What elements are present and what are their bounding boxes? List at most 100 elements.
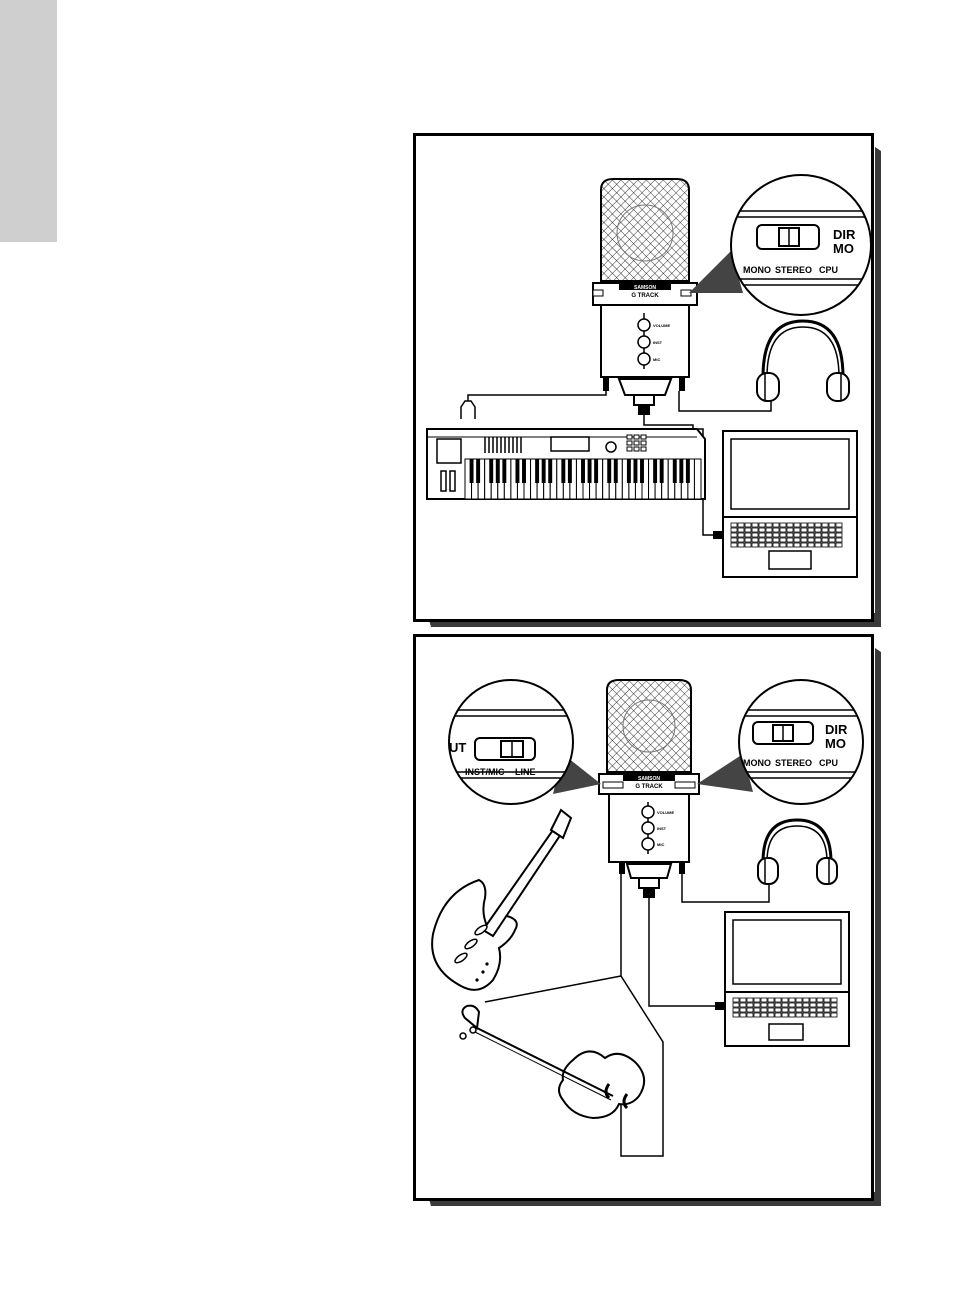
laptop-key <box>775 1013 781 1017</box>
laptop-key <box>808 523 814 527</box>
laptop-key <box>768 998 774 1002</box>
mic-model-label: G TRACK <box>635 784 663 790</box>
mic-knob <box>638 353 650 365</box>
laptop-key <box>822 543 828 547</box>
laptop-key <box>787 528 793 532</box>
mode-label-mono: MONO <box>743 265 771 275</box>
laptop-key <box>822 528 828 532</box>
black-key <box>548 459 552 483</box>
laptop-key <box>829 543 835 547</box>
laptop-key <box>808 538 814 542</box>
laptop-key <box>822 538 828 542</box>
laptop-key <box>752 528 758 532</box>
laptop-key <box>794 538 800 542</box>
laptop-key <box>759 543 765 547</box>
laptop-key <box>761 1003 767 1007</box>
laptop-key <box>766 543 772 547</box>
laptop-key <box>803 1013 809 1017</box>
black-key <box>686 459 690 483</box>
inst-knob <box>638 336 650 348</box>
usb-port <box>643 888 655 898</box>
laptop-key <box>754 1008 760 1012</box>
laptop-screen <box>733 920 841 984</box>
laptop-key <box>817 998 823 1002</box>
black-key <box>470 459 474 483</box>
laptop-key <box>738 523 744 527</box>
laptop-key <box>789 1008 795 1012</box>
mode-label-cpu: CPU <box>819 265 838 275</box>
laptop-key <box>754 998 760 1002</box>
laptop-key <box>773 528 779 532</box>
laptop-key <box>789 1003 795 1007</box>
mic-knob <box>642 838 654 850</box>
laptop-key <box>766 533 772 537</box>
black-key <box>614 459 618 483</box>
laptop-key <box>789 998 795 1002</box>
side-tab <box>0 0 57 242</box>
laptop-key <box>738 538 744 542</box>
laptop-key <box>787 533 793 537</box>
laptop-key <box>780 533 786 537</box>
laptop-key <box>747 998 753 1002</box>
laptop-key <box>803 1008 809 1012</box>
laptop-key <box>789 1013 795 1017</box>
black-key <box>660 459 664 483</box>
laptop-key <box>794 533 800 537</box>
laptop-key <box>745 533 751 537</box>
black-key <box>535 459 539 483</box>
laptop-key <box>808 528 814 532</box>
laptop-key <box>731 523 737 527</box>
black-key <box>673 459 677 483</box>
laptop-key <box>836 533 842 537</box>
laptop-key <box>794 523 800 527</box>
direct-monitor-label-1: DIR <box>825 722 848 737</box>
diagram-panel-instruments: SAMSON G TRACK VOLUME INST MIC DIR MO <box>413 634 881 1206</box>
black-key <box>594 459 598 483</box>
laptop-key <box>817 1013 823 1017</box>
laptop-key <box>775 1008 781 1012</box>
laptop-key <box>824 998 830 1002</box>
laptop-key <box>780 528 786 532</box>
laptop-key <box>766 523 772 527</box>
black-key <box>653 459 657 483</box>
laptop-key <box>801 533 807 537</box>
direct-monitor-label-2: MO <box>825 736 846 751</box>
laptop-key <box>733 998 739 1002</box>
black-key <box>679 459 683 483</box>
laptop-key <box>747 1013 753 1017</box>
knob-label-inst: INST <box>657 826 667 831</box>
black-key <box>561 459 565 483</box>
laptop-key <box>740 1008 746 1012</box>
direct-monitor-label-1: DIR <box>833 227 856 242</box>
laptop-key <box>773 543 779 547</box>
knob-label-inst: INST <box>653 340 663 345</box>
black-key <box>633 459 637 483</box>
laptop-key <box>810 1013 816 1017</box>
laptop-key <box>796 1008 802 1012</box>
mic-grille <box>601 179 689 281</box>
piano-keys <box>465 459 701 499</box>
knob-label-volume: VOLUME <box>653 323 670 328</box>
laptop-key <box>759 533 765 537</box>
laptop-key <box>773 523 779 527</box>
laptop-key <box>822 533 828 537</box>
laptop-key <box>796 998 802 1002</box>
laptop-key <box>801 528 807 532</box>
black-key <box>522 459 526 483</box>
laptop-key <box>766 538 772 542</box>
laptop-key <box>773 533 779 537</box>
laptop-key <box>768 1008 774 1012</box>
mic-grille <box>607 680 691 772</box>
laptop-key <box>782 998 788 1002</box>
laptop-key <box>761 998 767 1002</box>
laptop-key <box>766 528 772 532</box>
laptop-key <box>731 538 737 542</box>
laptop-key <box>761 1008 767 1012</box>
black-key <box>627 459 631 483</box>
black-key <box>640 459 644 483</box>
laptop-key <box>801 543 807 547</box>
laptop-key <box>759 523 765 527</box>
knob-label-volume: VOLUME <box>657 810 674 815</box>
mic-stand-mount <box>619 379 671 395</box>
mode-label-cpu: CPU <box>819 758 838 768</box>
